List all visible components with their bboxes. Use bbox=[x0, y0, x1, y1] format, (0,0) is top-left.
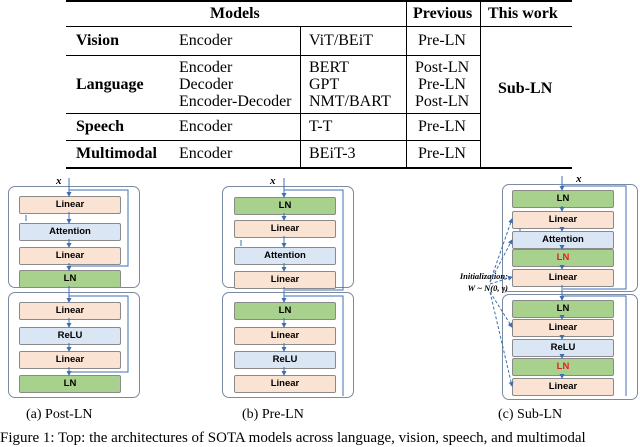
previous-cell: Post-LN bbox=[415, 59, 470, 76]
model-cell: NMT/BART bbox=[309, 93, 391, 110]
init-pointer bbox=[489, 218, 514, 283]
residual-connection bbox=[284, 295, 344, 396]
header-rule bbox=[66, 26, 572, 27]
arch-cell: Encoder bbox=[179, 118, 233, 135]
caption-pre-ln: (b) Pre-LN bbox=[242, 407, 304, 422]
previous-cell: Pre-LN bbox=[418, 145, 466, 162]
input-x-label: x bbox=[270, 175, 276, 187]
init-pointer bbox=[489, 291, 514, 387]
arch-cell: Encoder bbox=[179, 32, 233, 49]
header-models: Models bbox=[210, 5, 260, 22]
input-x-label: x bbox=[576, 173, 582, 185]
header-previous: Previous bbox=[413, 5, 473, 22]
model-cell: T-T bbox=[309, 118, 333, 135]
previous-cell: Post-LN bbox=[415, 93, 470, 110]
bottom-rule bbox=[66, 167, 572, 169]
initialization-label: Initialization: bbox=[459, 271, 508, 281]
residual-connection bbox=[562, 295, 627, 396]
col-divider bbox=[480, 0, 481, 167]
architecture-table: Models Previous This work Vision Encoder… bbox=[66, 0, 572, 169]
this-work-cell: Sub-LN bbox=[498, 80, 553, 97]
input-x-label: x bbox=[56, 175, 62, 187]
model-cell: BEiT-3 bbox=[309, 145, 356, 162]
figure-caption: Figure 1: Top: the architectures of SOTA… bbox=[0, 430, 586, 446]
caption-post-ln: (a) Post-LN bbox=[26, 407, 93, 422]
category-speech: Speech bbox=[76, 118, 124, 135]
residual-connection bbox=[69, 295, 129, 373]
col-divider bbox=[406, 0, 407, 167]
residual-connection bbox=[284, 189, 344, 291]
ln-block: LN bbox=[234, 302, 336, 320]
caption-sub-ln: (c) Sub-LN bbox=[498, 407, 563, 422]
arch-cell: Decoder bbox=[179, 76, 234, 93]
model-cell: BERT bbox=[309, 59, 349, 76]
row-rule bbox=[66, 113, 480, 114]
init-pointer bbox=[489, 239, 513, 283]
arch-cell: Encoder bbox=[179, 145, 233, 162]
model-cell: GPT bbox=[309, 76, 340, 93]
residual-connection bbox=[69, 189, 129, 267]
init-pointer bbox=[489, 291, 513, 328]
previous-cell: Pre-LN bbox=[418, 76, 466, 93]
arch-cell: Encoder-Decoder bbox=[179, 93, 292, 110]
category-language: Language bbox=[76, 76, 144, 93]
header-this-work: This work bbox=[488, 5, 558, 22]
initialization-formula: W ~ N(0, γ) bbox=[467, 283, 508, 293]
category-vision: Vision bbox=[76, 32, 119, 49]
top-rule bbox=[66, 0, 572, 2]
row-rule bbox=[66, 55, 480, 56]
init-pointer bbox=[489, 275, 513, 285]
model-cell: ViT/BEiT bbox=[309, 32, 373, 49]
residual-connection bbox=[562, 185, 627, 290]
previous-cell: Pre-LN bbox=[418, 118, 466, 135]
row-rule bbox=[66, 140, 480, 141]
category-multimodal: Multimodal bbox=[76, 145, 157, 162]
previous-cell: Pre-LN bbox=[418, 32, 466, 49]
col-divider bbox=[300, 27, 301, 167]
arch-cell: Encoder bbox=[179, 59, 233, 76]
